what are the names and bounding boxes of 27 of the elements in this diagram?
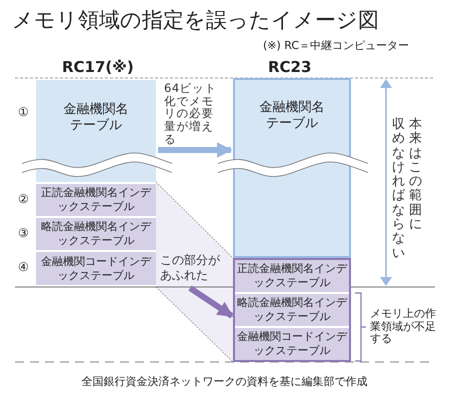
table-label: 金融機関名テーブル xyxy=(258,100,326,132)
note: メモリ上の作業領域が不足する xyxy=(370,308,437,346)
table-label: 正読金融機関名インデックステーブル xyxy=(40,186,152,214)
column-heading: RC17(※) xyxy=(62,59,134,76)
vertical-note: 収めなければならない xyxy=(392,118,405,261)
table-label: 金融機関コードインデックステーブル xyxy=(40,254,152,282)
annotation: この部分があふれた xyxy=(160,253,221,283)
table-group xyxy=(233,258,351,362)
table-label: 略読金融機関名インデックステーブル xyxy=(40,220,152,248)
column-heading: RC23 xyxy=(268,59,312,76)
arrow xyxy=(158,142,233,158)
table-block xyxy=(233,78,351,258)
arrow xyxy=(188,286,234,318)
note: (※) RC＝中継コンピューター xyxy=(263,40,410,53)
table-label: 正読金融機関名インデックステーブル xyxy=(236,262,348,290)
row-number: ① xyxy=(18,106,29,120)
table-label: 金融機関コードインデックステーブル xyxy=(236,330,348,358)
table-block xyxy=(36,80,156,182)
row-number: ③ xyxy=(18,227,29,241)
table-label: 略読金融機関名インデックステーブル xyxy=(236,296,348,324)
vertical-note: 本来はこの範囲に xyxy=(409,118,422,232)
row-number: ④ xyxy=(18,261,29,275)
edge-label: 64ビット化でメモリの必要量が増える xyxy=(164,82,218,146)
row-number: ② xyxy=(18,193,29,207)
title: メモリ領域の指定を誤ったイメージ図 xyxy=(12,7,379,34)
table-label: 金融機関名テーブル xyxy=(62,102,130,134)
caption: 全国銀行資金決済ネットワークの資料を基に編集部で作成 xyxy=(80,374,368,389)
